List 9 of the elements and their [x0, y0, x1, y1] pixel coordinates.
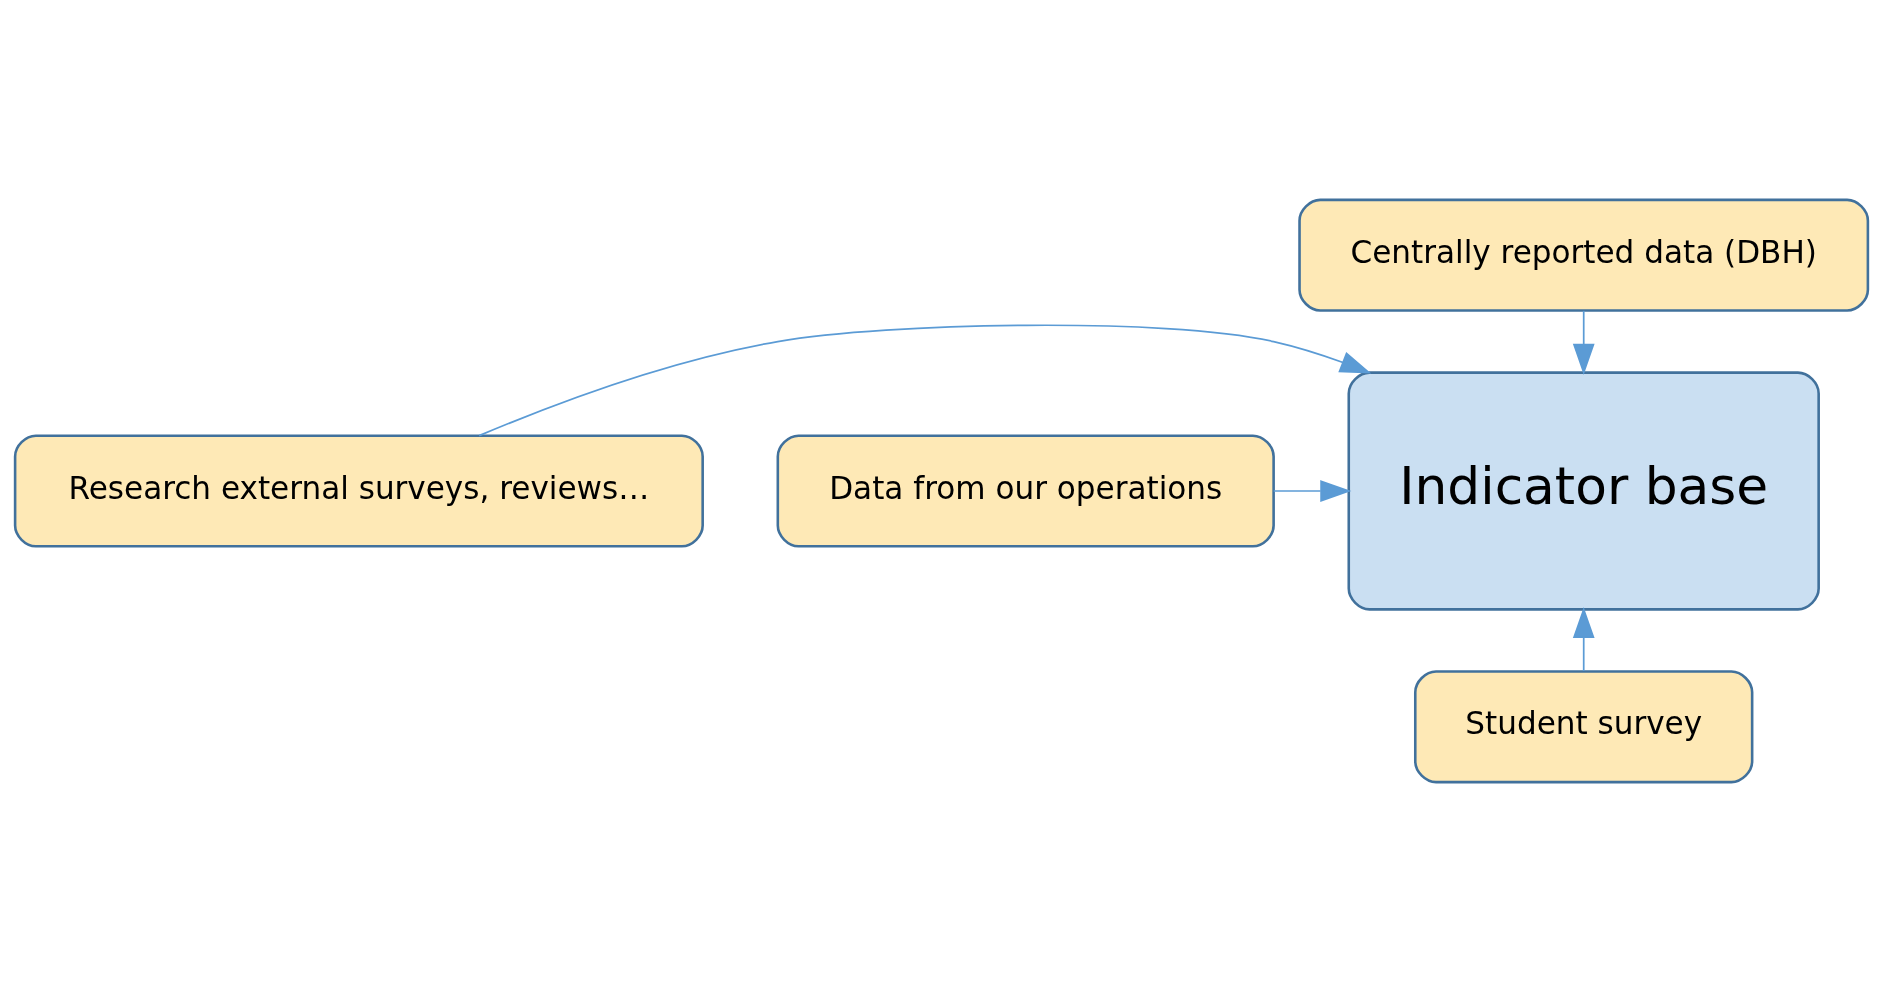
node-box: Research external surveys, reviews…	[13, 434, 704, 548]
node-box: Indicator base	[1347, 371, 1820, 611]
arrow	[1572, 309, 1595, 375]
node-box: Centrally reported data (DBH)	[1298, 198, 1870, 312]
arrow	[478, 324, 1372, 437]
node-box: Data from our operations	[776, 434, 1275, 548]
arrow	[1272, 480, 1352, 502]
node-box: Student survey	[1414, 670, 1754, 784]
arrow	[1572, 606, 1595, 672]
